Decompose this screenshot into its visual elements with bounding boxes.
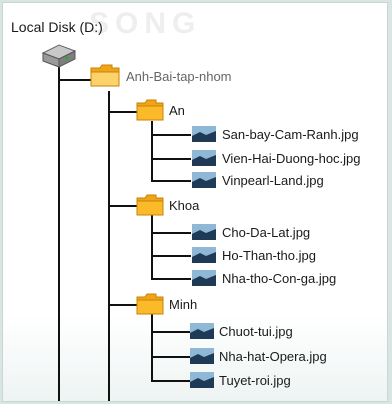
tree-line-an [108, 111, 138, 113]
folder-icon [136, 293, 164, 315]
tree-line-khoa-file3 [151, 278, 191, 280]
hard-drive-icon [41, 44, 77, 68]
tree-line-minh-file2 [151, 356, 191, 358]
image-file-icon [190, 372, 214, 388]
tree-line-an-file2 [151, 158, 191, 160]
tree-line-khoa-file2 [151, 255, 191, 257]
file-label: Tuyet-roi.jpg [219, 373, 291, 388]
tree-line-main [58, 79, 92, 81]
tree-line-an-file1 [151, 134, 191, 136]
tree-line-an-trunk [151, 121, 153, 181]
tree-line-minh [108, 304, 138, 306]
tree-line-minh-file1 [151, 331, 191, 333]
folder-label-an: An [169, 103, 185, 118]
image-file-icon [192, 247, 216, 263]
image-file-icon [192, 224, 216, 240]
image-file-icon [192, 126, 216, 142]
file-label: Nha-tho-Con-ga.jpg [222, 271, 337, 286]
folder-label-khoa: Khoa [169, 198, 200, 213]
file-label: Ho-Than-tho.jpg [222, 248, 316, 263]
image-file-icon [192, 172, 216, 188]
tree-line-khoa [108, 205, 138, 207]
folder-icon [136, 194, 164, 216]
tree-line-minh-file3 [151, 380, 191, 382]
tree-line-root [58, 67, 60, 401]
tree-line-khoa-file1 [151, 232, 191, 234]
image-file-icon [192, 150, 216, 166]
tree-line-minh-trunk [151, 313, 153, 381]
tree-line-an-file3 [151, 180, 191, 182]
file-label: Vien-Hai-Duong-hoc.jpg [222, 151, 361, 166]
tree-line-main-trunk [108, 91, 110, 401]
watermark: SONG [89, 7, 202, 40]
image-file-icon [190, 348, 214, 364]
file-label: Nha-hat-Opera.jpg [219, 349, 327, 364]
image-file-icon [190, 323, 214, 339]
root-drive-label: Local Disk (D:) [11, 19, 103, 35]
main-folder-label: Anh-Bai-tap-nhom [126, 69, 232, 84]
file-label: Chuot-tui.jpg [219, 324, 293, 339]
file-label: Vinpearl-Land.jpg [222, 173, 324, 188]
folder-tree-diagram: SONG Local Disk (D:) Anh-Bai-tap-nhom An… [2, 2, 388, 402]
folder-label-minh: Minh [169, 297, 198, 312]
folder-icon [90, 64, 120, 87]
image-file-icon [192, 270, 216, 286]
file-label: San-bay-Cam-Ranh.jpg [222, 127, 359, 142]
tree-line-khoa-trunk [151, 215, 153, 279]
file-label: Cho-Da-Lat.jpg [222, 225, 311, 240]
folder-icon [136, 99, 164, 121]
